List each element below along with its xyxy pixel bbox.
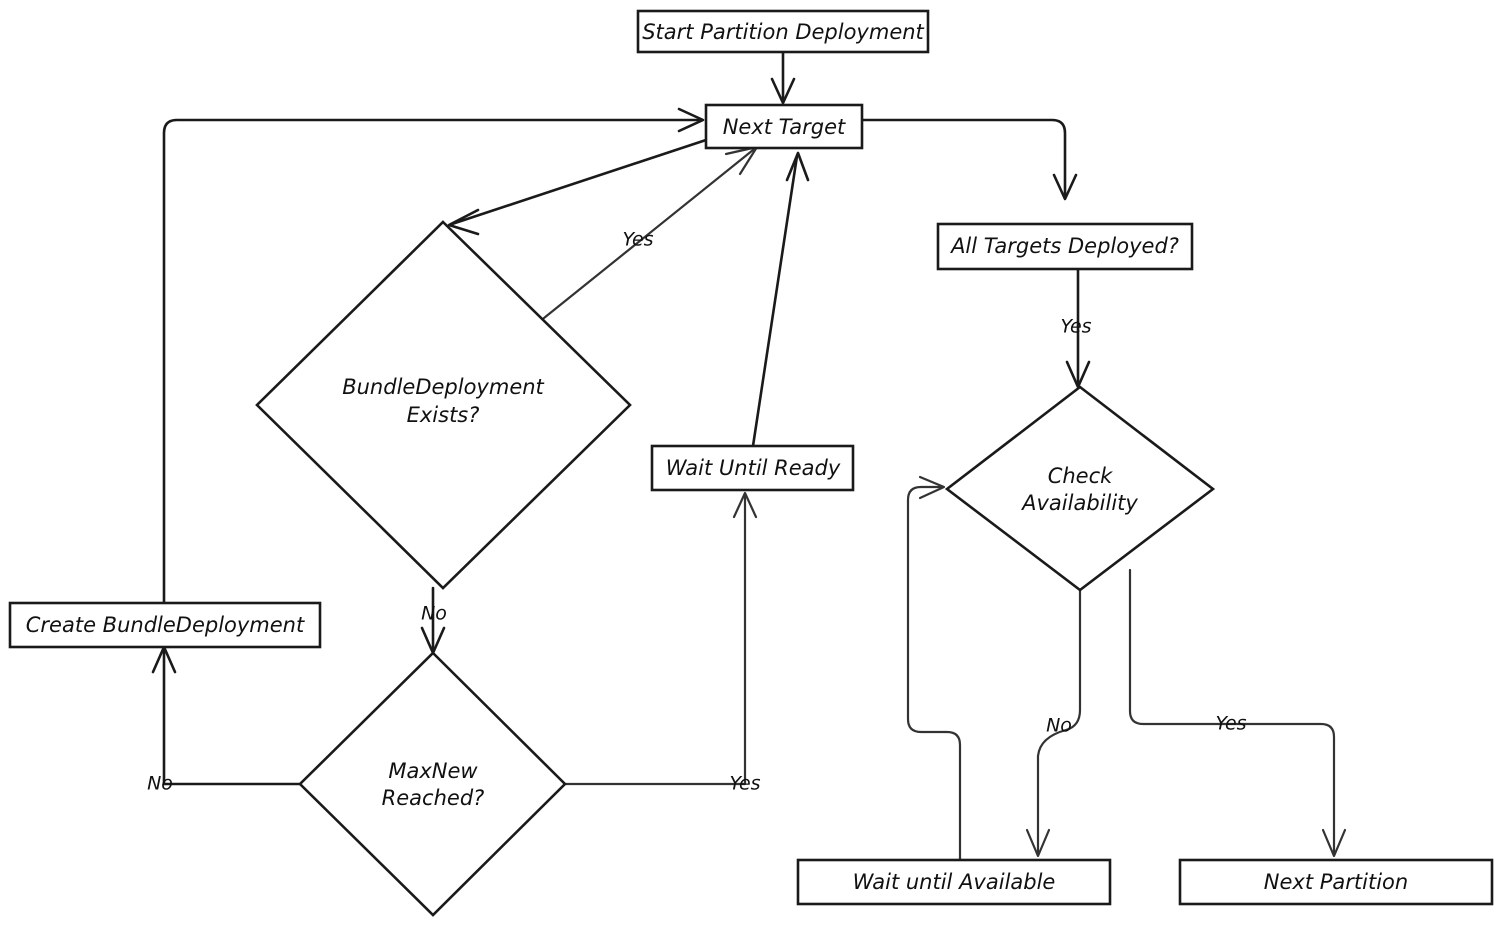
node-next-partition[interactable]: Next Partition xyxy=(1178,858,1494,906)
edge-availability-yes-to-next-partition: Yes xyxy=(1128,568,1347,858)
edge-next-target-to-bundle-exists xyxy=(447,138,708,236)
node-bundle-deployment-exists[interactable]: BundleDeployment Exists? xyxy=(255,220,632,590)
edge-wait-until-available-to-check-availability xyxy=(906,475,962,862)
node-start-partition-deployment[interactable]: Start Partition Deployment xyxy=(636,9,930,54)
node-create-bundle-deployment[interactable]: Create BundleDeployment xyxy=(8,601,322,649)
edge-next-target-to-all-targets xyxy=(860,118,1078,201)
edge-all-targets-yes-to-check-availability: Yes xyxy=(1060,267,1092,389)
node-label-bundle-deployment-exists-line1: BundleDeployment xyxy=(342,375,544,399)
edge-label-availability-yes: Yes xyxy=(1215,713,1246,735)
node-label-maxnew-reached-line1: MaxNew xyxy=(388,759,478,783)
node-label-all-targets-deployed: All Targets Deployed? xyxy=(949,234,1179,258)
node-wait-until-available[interactable]: Wait until Available xyxy=(796,858,1112,906)
node-all-targets-deployed[interactable]: All Targets Deployed? xyxy=(936,222,1194,271)
edge-label-all-targets-yes: Yes xyxy=(1060,316,1091,338)
edge-label-bundle-exists-yes: Yes xyxy=(622,229,653,251)
node-wait-until-ready[interactable]: Wait Until Ready xyxy=(650,444,855,492)
node-label-check-availability-line2: Availability xyxy=(1020,491,1138,515)
edge-bundle-exists-yes-to-next-target: Yes xyxy=(542,145,759,320)
node-next-target[interactable]: Next Target xyxy=(704,103,864,150)
node-check-availability[interactable]: Check Availability xyxy=(944,385,1216,592)
edge-maxnew-yes-to-wait-until-ready: Yes xyxy=(563,491,761,795)
node-label-bundle-deployment-exists-line2: Exists? xyxy=(407,403,480,427)
node-label-next-target: Next Target xyxy=(723,115,846,139)
node-label-start-partition-deployment: Start Partition Deployment xyxy=(642,20,924,44)
edge-label-maxnew-yes: Yes xyxy=(729,773,760,795)
edge-wait-until-ready-to-next-target xyxy=(751,151,810,448)
node-label-wait-until-available: Wait until Available xyxy=(853,870,1056,894)
node-label-check-availability-line1: Check xyxy=(1048,464,1113,488)
edge-create-bundle-to-next-target xyxy=(162,107,705,605)
edge-label-bundle-exists-no: No xyxy=(421,603,447,625)
node-maxnew-reached[interactable]: MaxNew Reached? xyxy=(298,651,567,917)
node-label-maxnew-reached-line2: Reached? xyxy=(382,786,485,810)
edge-label-maxnew-no: No xyxy=(147,773,173,795)
edge-maxnew-no-to-create-bundle: No xyxy=(147,645,302,795)
node-label-next-partition: Next Partition xyxy=(1264,870,1408,894)
node-label-wait-until-ready: Wait Until Ready xyxy=(666,456,841,480)
edge-label-availability-no: No xyxy=(1046,715,1072,737)
edge-bundle-exists-no-to-maxnew: No xyxy=(420,586,447,655)
node-label-create-bundle-deployment: Create BundleDeployment xyxy=(26,613,305,637)
edge-start-to-next-target xyxy=(770,50,796,105)
edge-availability-no-to-wait-until-available: No xyxy=(1025,588,1082,858)
